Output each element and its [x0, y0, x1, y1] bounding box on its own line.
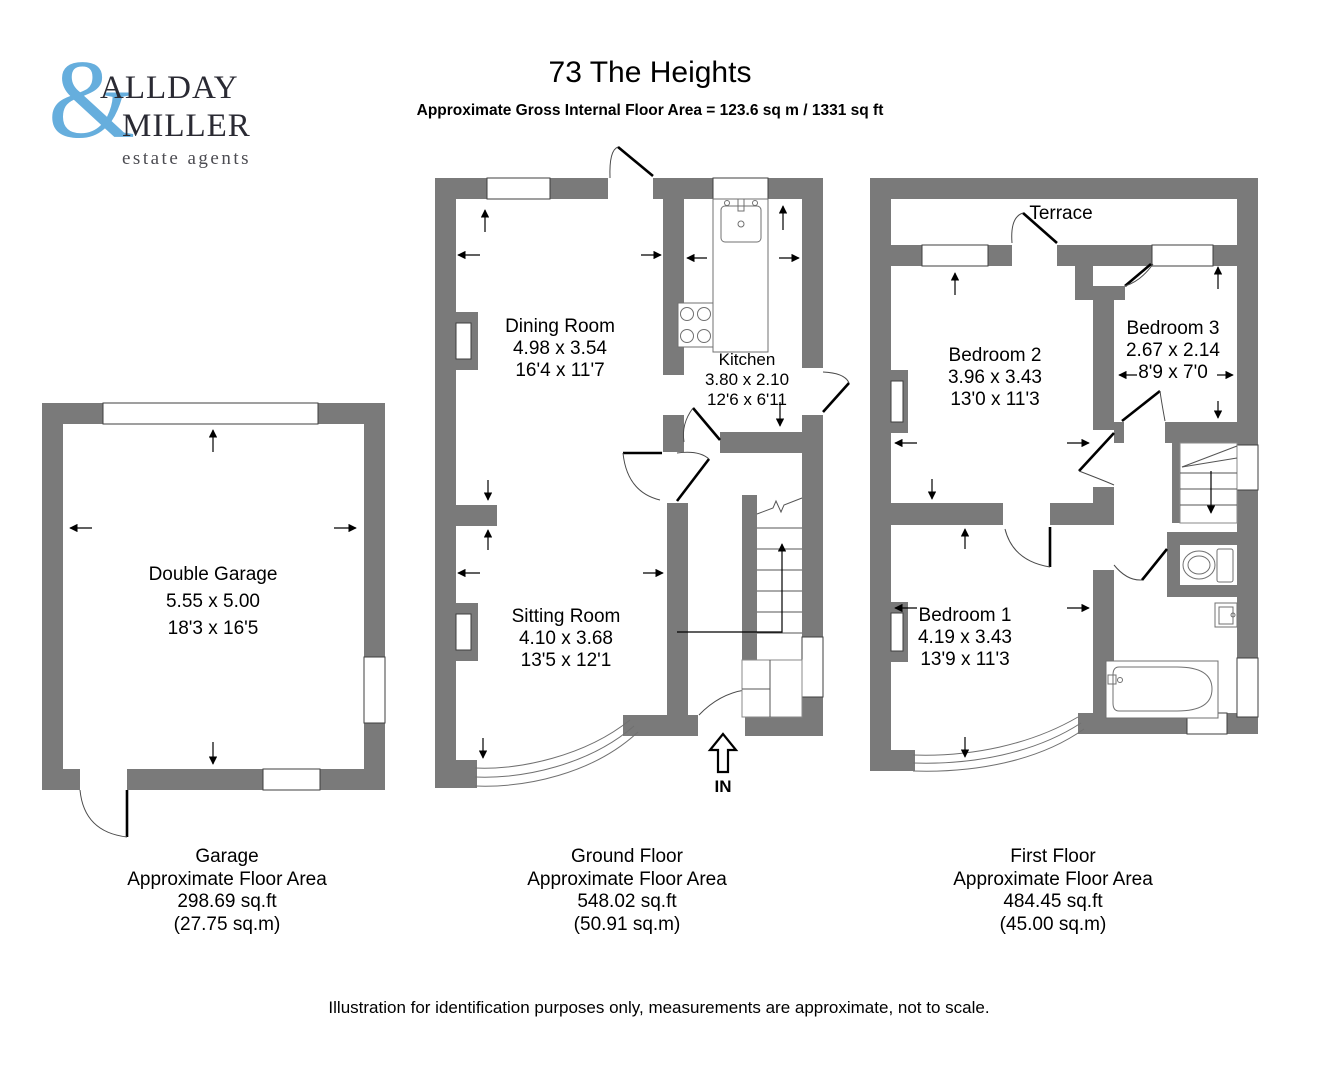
room-size-metric: 3.80 x 2.10	[705, 370, 789, 389]
room-name: Terrace	[1029, 203, 1092, 224]
back-door	[608, 145, 654, 199]
room-size-imperial: 12'6 x 6'11	[707, 390, 787, 409]
garage-area-label: Garage Approximate Floor Area 298.69 sq.…	[77, 846, 377, 936]
area-sqm: (45.00 sq.m)	[999, 913, 1107, 935]
area-sqft: 298.69 sq.ft	[177, 891, 277, 912]
room-size-imperial: 13'9 x 11'3	[920, 649, 1009, 670]
area-caption: Approximate Floor Area	[953, 868, 1153, 890]
room-size-metric: 5.55 x 5.00	[166, 591, 260, 612]
page-subtitle: Approximate Gross Internal Floor Area = …	[416, 102, 884, 119]
side-door	[802, 368, 850, 415]
hall-doors	[622, 407, 721, 502]
logo-ampersand: &	[48, 38, 136, 162]
logo-line2: MILLER	[122, 108, 251, 144]
logo-line1: ALLDAY	[100, 70, 239, 106]
first-windows	[921, 244, 1259, 735]
room-size-imperial: 13'5 x 12'1	[521, 650, 612, 671]
bedroom3-doors	[1121, 263, 1166, 423]
room-size-imperial: 13'0 x 11'3	[950, 389, 1039, 410]
area-sqft: 548.02 sq.ft	[577, 891, 677, 912]
first-area-label: First Floor Approximate Floor Area 484.4…	[903, 846, 1203, 936]
bedroom2-label: Bedroom 2 3.96 x 3.43 13'0 x 11'3	[948, 345, 1042, 410]
room-name: Dining Room	[505, 316, 615, 337]
page-title: 73 The Heights	[548, 56, 752, 89]
entrance-arrow: IN	[707, 732, 739, 796]
first-fireplaces	[890, 380, 904, 652]
ground-windows	[486, 177, 824, 698]
staircase	[677, 497, 803, 718]
area-sqm: (50.91 sq.m)	[573, 913, 681, 935]
floor-name: Ground Floor	[571, 846, 683, 867]
bath-fixture	[1105, 660, 1219, 719]
floor-name: First Floor	[1010, 846, 1096, 867]
title-block: 73 The Heights Approximate Gross Interna…	[290, 56, 1010, 120]
room-name: Bedroom 1	[919, 605, 1012, 626]
ground-area-label: Ground Floor Approximate Floor Area 548.…	[477, 846, 777, 936]
room-size-metric: 2.67 x 2.14	[1126, 340, 1220, 361]
entrance-label: IN	[715, 777, 732, 796]
staircase	[1179, 442, 1238, 524]
room-name: Bedroom 2	[949, 345, 1042, 366]
dimension-arrows	[457, 205, 800, 759]
ground-floorplan: IN Dining Room 4.98 x 3.54 16'4 x 11'7 K…	[435, 145, 850, 796]
sitting-room-label: Sitting Room 4.10 x 3.68 13'5 x 12'1	[512, 606, 621, 671]
room-size-metric: 3.96 x 3.43	[948, 367, 1042, 388]
room-name: Bedroom 3	[1127, 318, 1220, 339]
room-name: Kitchen	[719, 350, 776, 369]
room-size-metric: 4.10 x 3.68	[519, 628, 613, 649]
bedroom3-label: Bedroom 3 2.67 x 2.14 8'9 x 7'0	[1126, 318, 1220, 383]
dimension-arrows	[894, 266, 1234, 758]
dimension-arrows	[69, 429, 357, 765]
room-size-metric: 4.19 x 3.43	[918, 627, 1012, 648]
agency-logo: & ALLDAY MILLER estate agents	[48, 44, 288, 170]
bedroom1-label: Bedroom 1 4.19 x 3.43 13'9 x 11'3	[918, 605, 1012, 670]
garage-door	[79, 769, 129, 838]
terrace-door	[1011, 212, 1058, 266]
disclaimer-text: Illustration for identification purposes…	[328, 998, 990, 1017]
room-size-imperial: 8'9 x 7'0	[1138, 362, 1208, 383]
terrace-label: Terrace	[1029, 203, 1092, 224]
area-sqm: (27.75 sq.m)	[173, 913, 281, 935]
room-size-metric: 4.98 x 3.54	[513, 338, 607, 359]
room-name: Double Garage	[149, 564, 278, 585]
wc-door	[1113, 548, 1169, 581]
garage-room-label: Double Garage 5.55 x 5.00 18'3 x 16'5	[149, 564, 278, 639]
first-floorplan: Terrace Bedroom 2 3.96 x 3.43 13'0 x 11'…	[870, 178, 1259, 772]
floor-name: Garage	[195, 846, 259, 867]
toilet-fixture	[1182, 548, 1234, 583]
bay-window	[474, 719, 639, 787]
dining-room-label: Dining Room 4.98 x 3.54 16'4 x 11'7	[505, 316, 615, 381]
garage-windows	[102, 402, 386, 791]
logo-tagline: estate agents	[122, 148, 252, 169]
room-size-imperial: 18'3 x 16'5	[168, 618, 259, 639]
area-caption: Approximate Floor Area	[527, 868, 727, 890]
front-door	[698, 689, 747, 736]
sink-fixture	[720, 198, 762, 243]
kitchen-label: Kitchen 3.80 x 2.10 12'6 x 6'11	[705, 350, 789, 409]
area-sqft: 484.45 sq.ft	[1003, 891, 1103, 912]
garage-floorplan: Double Garage 5.55 x 5.00 18'3 x 16'5	[42, 402, 386, 838]
room-size-imperial: 16'4 x 11'7	[515, 360, 604, 381]
ground-fireplaces	[455, 322, 472, 651]
area-caption: Approximate Floor Area	[127, 868, 327, 890]
bedroom1-door	[1004, 527, 1052, 568]
bedroom2-door	[1078, 432, 1115, 486]
basin-fixture	[1214, 602, 1238, 628]
room-name: Sitting Room	[512, 606, 621, 627]
kitchen-counter	[712, 198, 769, 353]
bay-window	[912, 716, 1085, 772]
stove-fixture	[677, 302, 714, 348]
